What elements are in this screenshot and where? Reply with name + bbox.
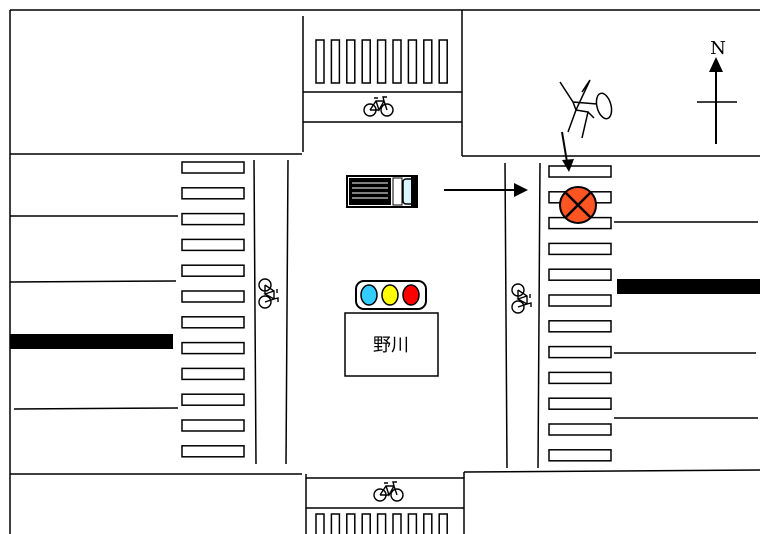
crosswalk-stripe bbox=[548, 397, 612, 410]
crosswalk-stripe bbox=[346, 513, 356, 534]
crosswalk-stripe bbox=[392, 39, 402, 84]
crosswalk-stripe bbox=[376, 39, 387, 84]
crosswalk-stripe bbox=[181, 161, 245, 174]
crosswalk-stripe bbox=[548, 294, 612, 307]
crosswalk-stripe bbox=[315, 39, 325, 84]
signal-lamp-blue bbox=[360, 284, 378, 306]
median-east bbox=[617, 279, 760, 294]
crosswalk-stripe bbox=[346, 39, 356, 84]
crosswalk-stripe bbox=[548, 345, 612, 359]
crosswalk-stripe bbox=[423, 513, 433, 534]
crosswalk-stripe bbox=[181, 187, 245, 200]
traffic-light-icon bbox=[355, 280, 427, 310]
signal-lamp-yellow bbox=[381, 284, 399, 306]
signal-lamp-red bbox=[402, 284, 420, 306]
crosswalk-west bbox=[181, 161, 245, 458]
crosswalk-stripe bbox=[361, 513, 371, 534]
crosswalk-stripe bbox=[181, 238, 245, 252]
bicycle-icon bbox=[373, 481, 404, 502]
crosswalk-stripe bbox=[181, 264, 245, 277]
crosswalk-stripe bbox=[181, 212, 245, 226]
crosswalk-stripe bbox=[181, 445, 245, 458]
crosswalk-stripe bbox=[181, 290, 245, 303]
crosswalk-stripe bbox=[548, 449, 612, 462]
bicycle-icon bbox=[511, 283, 532, 314]
crosswalk-stripe bbox=[181, 316, 245, 329]
crosswalk-stripe bbox=[181, 419, 245, 432]
direction-arrow-icon bbox=[444, 183, 528, 197]
crosswalk-stripe bbox=[438, 39, 448, 84]
crosswalk-stripe bbox=[407, 513, 418, 534]
car-icon bbox=[346, 175, 418, 208]
crosswalk-stripe bbox=[315, 513, 325, 534]
bicycle-icon bbox=[258, 278, 279, 309]
road-edges bbox=[9, 9, 760, 534]
crosswalk-stripe bbox=[361, 39, 371, 84]
crosswalk-stripe bbox=[181, 367, 245, 381]
crosswalk-stripe bbox=[330, 39, 341, 84]
crosswalk-stripe bbox=[376, 513, 387, 534]
crosswalk-stripe bbox=[548, 165, 612, 178]
crosswalk-stripe bbox=[548, 268, 612, 281]
crosswalk-stripe bbox=[392, 513, 402, 534]
crosswalk-stripe bbox=[548, 423, 612, 436]
bicycle-icon bbox=[363, 96, 394, 117]
crosswalk-stripe bbox=[548, 320, 612, 333]
crosswalk-stripe bbox=[181, 393, 245, 406]
crosswalk-stripe bbox=[330, 513, 341, 534]
crosswalk-stripe bbox=[423, 39, 433, 84]
north-arrow-icon: N bbox=[697, 38, 737, 144]
crosswalk-stripe bbox=[181, 341, 245, 355]
place-name-sign: 野川 bbox=[344, 312, 439, 377]
place-name-label: 野川 bbox=[373, 335, 409, 356]
north-label: N bbox=[710, 38, 726, 59]
crosswalk-stripe bbox=[407, 39, 418, 84]
pedestrian-icon bbox=[559, 79, 613, 139]
crosswalk-north bbox=[315, 39, 448, 84]
crosswalk-south bbox=[315, 513, 448, 534]
crosswalk-stripe bbox=[548, 242, 612, 256]
median-west bbox=[10, 334, 173, 349]
direction-arrow-icon bbox=[561, 131, 574, 172]
crosswalk-stripe bbox=[438, 513, 448, 534]
collision-marker-icon bbox=[559, 186, 597, 224]
crosswalk-stripe bbox=[548, 371, 612, 385]
